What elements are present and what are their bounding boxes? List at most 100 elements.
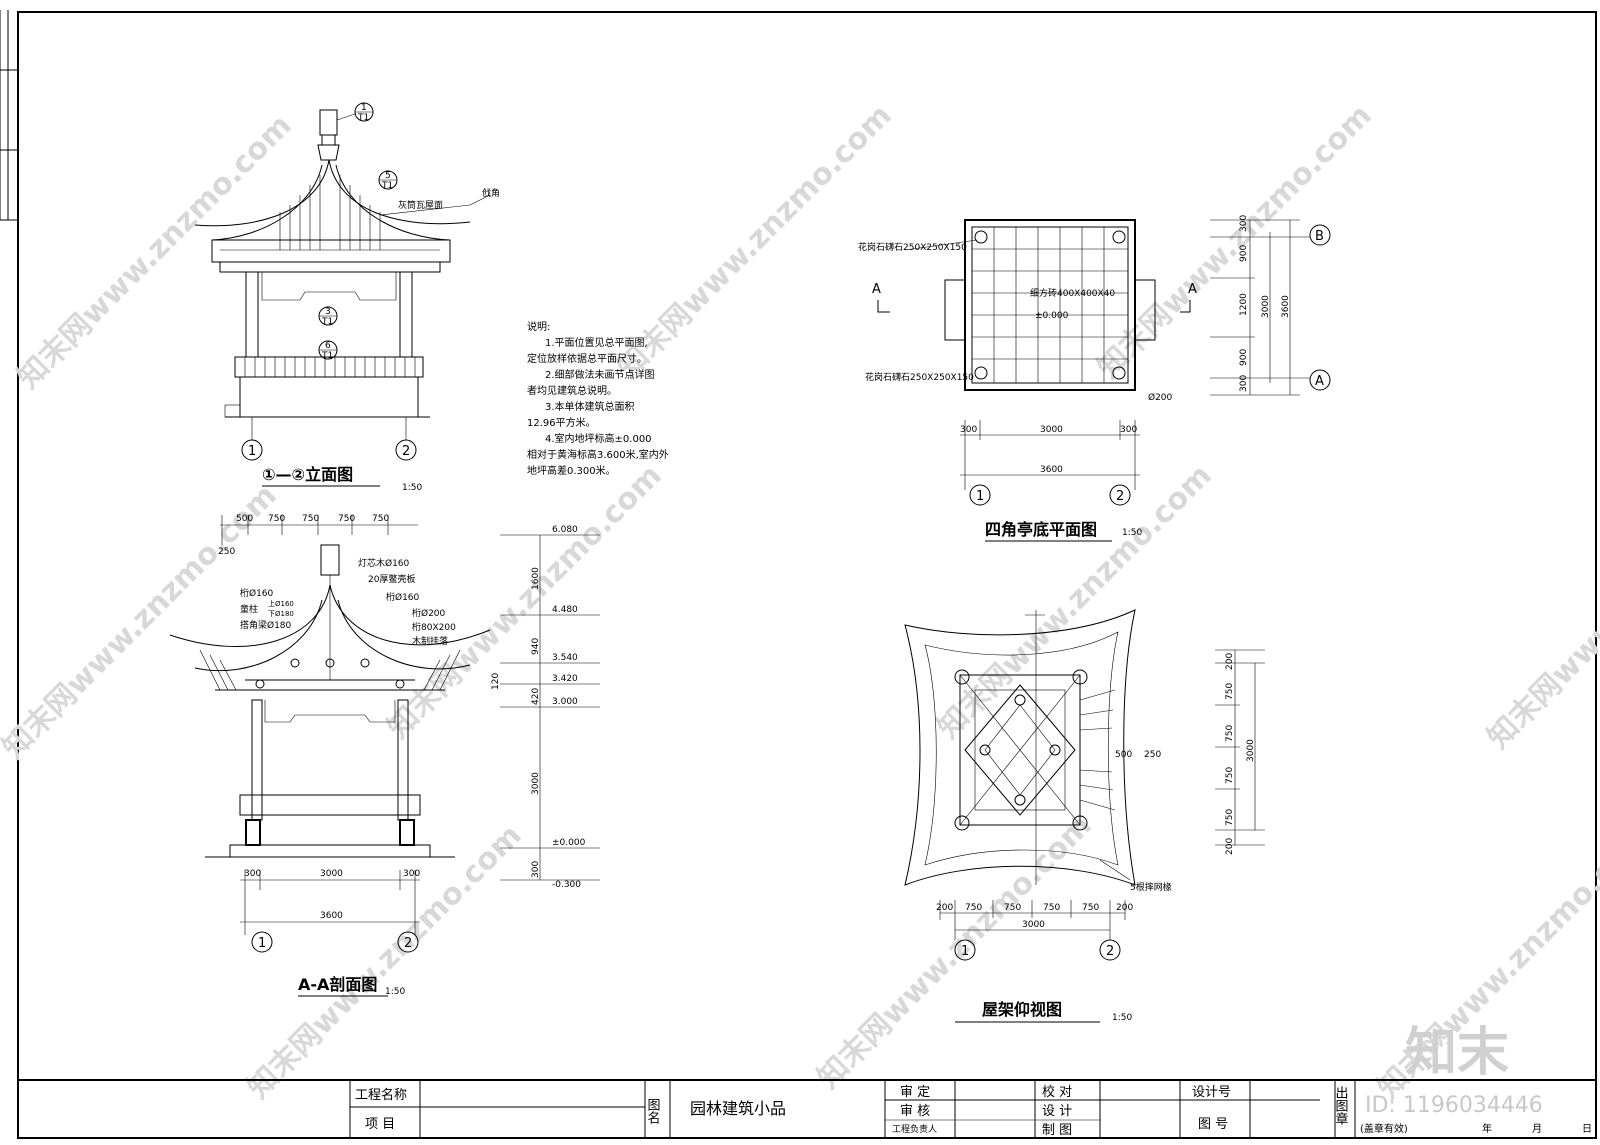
elevation-title: ①—②立面图 (262, 465, 353, 484)
design-no-label: 设计号 (1192, 1085, 1231, 1100)
seal-label: 出图章 (1333, 1086, 1349, 1125)
level-mark: 4.480 (552, 605, 578, 615)
stone-label-bottom: 花岗石礴石250X250X150 (865, 371, 974, 383)
section-cut-left: A (872, 282, 881, 297)
detail-bubble-1: 1 (361, 103, 367, 113)
plan-dim-v: 900 (1239, 245, 1249, 262)
corner-label: 戗角 (482, 187, 500, 199)
svg-text:知末网www.znzmo.com: 知末网www.znzmo.com (1481, 468, 1600, 756)
roof-dim-h: 750 (965, 903, 982, 913)
section-top-dim: 750 (268, 514, 285, 524)
notes-line: 12.96平方米。 (527, 416, 596, 429)
tile-label: 细方砖400X400X40 (1030, 287, 1115, 299)
section-left-label: 搭角梁Ø180 (240, 619, 292, 631)
plan-dim-h: 300 (1120, 425, 1137, 435)
watermark-layer: 知末网www.znzmo.com 知末网www.znzmo.com 知末网www… (0, 98, 1600, 1106)
level-mark: 6.080 (552, 525, 578, 535)
level-mark: 3.420 (552, 674, 578, 684)
roof-axis-1: 1 (961, 944, 969, 959)
detail-sheet-ref: T1 (357, 113, 369, 123)
section-label: 桁Ø160 (386, 591, 420, 603)
roof-dim-v: 200 (1225, 838, 1235, 855)
roof-dim-v: 750 (1225, 809, 1235, 826)
roof-dim-250: 250 (1144, 750, 1161, 760)
detail-sheet-ref: T1 (321, 351, 333, 361)
level-mark: 3.540 (552, 653, 578, 663)
plan-dim-total: 3600 (1040, 465, 1063, 475)
detail-sheet-ref: T1 (381, 181, 393, 191)
section-top-dim: 750 (338, 514, 355, 524)
check-label: 校 对 (1042, 1084, 1072, 1100)
section-bottom-dim: 3000 (320, 869, 343, 879)
level-mark: -0.300 (552, 880, 581, 890)
roof-label: 灰筒瓦屋面 (398, 199, 443, 211)
notes-line: 3.本单体建筑总面积 (545, 400, 635, 413)
section-top-dim: 500 (236, 514, 253, 524)
detail-bubble-3: 3 (325, 307, 331, 317)
section-vdim: 300 (531, 861, 541, 878)
section-vdim: 420 (531, 688, 541, 705)
section-vdim: 3000 (531, 772, 541, 795)
section-top-dim: 750 (302, 514, 319, 524)
approve-label: 审 定 (900, 1085, 930, 1100)
roof-dim-h: 750 (1043, 903, 1060, 913)
roof-dim-h: 200 (1116, 903, 1133, 913)
section-left-label: 下Ø180 (268, 610, 294, 618)
roof-frame-view: 250 500 5根摔网椽 200 750 750 750 750 200 30… (904, 609, 1265, 1023)
elevation-axis-1: 1 (248, 444, 256, 459)
section-left-label: 上Ø160 (268, 599, 294, 608)
svg-text:知末网www.znzmo.com: 知末网www.znzmo.com (381, 458, 669, 746)
roof-dim-v: 200 (1225, 653, 1235, 670)
day-label: 日 (1582, 1124, 1592, 1135)
notes-line: 者均见建筑总说明。 (527, 384, 617, 397)
roof-scale: 1:50 (1112, 1013, 1132, 1023)
section-axis-1: 1 (258, 936, 266, 951)
svg-text:知末网www.znzmo.com: 知末网www.znzmo.com (931, 458, 1219, 746)
engineer-label: 工程负责人 (892, 1123, 937, 1135)
notes-line: 2.细部做法未画节点详图 (545, 368, 655, 381)
section-cut-right: A (1188, 282, 1197, 297)
plan-dim-v: 300 (1239, 375, 1249, 392)
design-notes: 说明: 1.平面位置见总平面图, 定位放样依据总平面尺寸。 2.细部做法未画节点… (527, 320, 669, 477)
plan-scale: 1:50 (1122, 528, 1142, 538)
plan-dim-h: 300 (960, 425, 977, 435)
seal-note: (盖章有效) (1360, 1122, 1408, 1135)
roof-dim-h: 750 (1004, 903, 1021, 913)
elevation-view: 1 2 1 T1 5 T1 3 T1 6 T1 灰筒瓦屋面 戗角 ①—②立面图 … (194, 102, 500, 493)
section-view: 500 750 750 750 750 250 (169, 514, 600, 997)
column-diameter: Ø200 (1148, 392, 1173, 403)
plan-dim-v: 300 (1239, 215, 1249, 232)
roof-dim-v-total: 3000 (1246, 739, 1256, 762)
section-left-label: 童柱 (240, 603, 258, 615)
watermark-logo: 知末 (1405, 1023, 1509, 1083)
detail-bubble-6: 6 (325, 341, 331, 351)
roof-axis-2: 2 (1106, 944, 1114, 959)
drawing-no-label: 图 号 (1198, 1117, 1228, 1132)
roof-dim-h-total: 3000 (1022, 920, 1045, 930)
drawing-name: 园林建筑小品 (690, 1099, 786, 1118)
title-block: 工程名称 项 目 图名 园林建筑小品 审 定 审 核 工程负责人 校 对 设 计… (18, 1079, 1596, 1138)
section-label: 桁80X200 (412, 621, 456, 633)
item-label: 项 目 (365, 1117, 395, 1132)
section-title: A-A剖面图 (298, 975, 377, 994)
sheet-border (17, 11, 1597, 1139)
notes-line: 4.室内地坪标高±0.000 (545, 432, 652, 445)
roof-dim-h: 750 (1082, 903, 1099, 913)
detail-sheet-ref: T1 (321, 317, 333, 327)
section-left-label: 桁Ø160 (240, 587, 274, 599)
plan-axis-a: A (1315, 374, 1324, 389)
notes-line: 定位放样依据总平面尺寸。 (527, 352, 647, 365)
level-mark: 3.000 (552, 697, 578, 707)
project-name-label: 工程名称 (355, 1087, 407, 1103)
draw-label: 制 图 (1042, 1123, 1072, 1138)
section-label: 灯芯木Ø160 (358, 557, 410, 569)
section-side-dim: 250 (218, 547, 235, 557)
review-label: 审 核 (900, 1104, 930, 1119)
roof-dim-h: 200 (936, 903, 953, 913)
plan-dim-h: 3000 (1040, 425, 1063, 435)
roof-dim-v: 750 (1225, 725, 1235, 742)
plan-dim-v-inner: 3000 (1261, 295, 1271, 318)
notes-heading: 说明: (527, 320, 550, 333)
section-top-dim: 750 (372, 514, 389, 524)
